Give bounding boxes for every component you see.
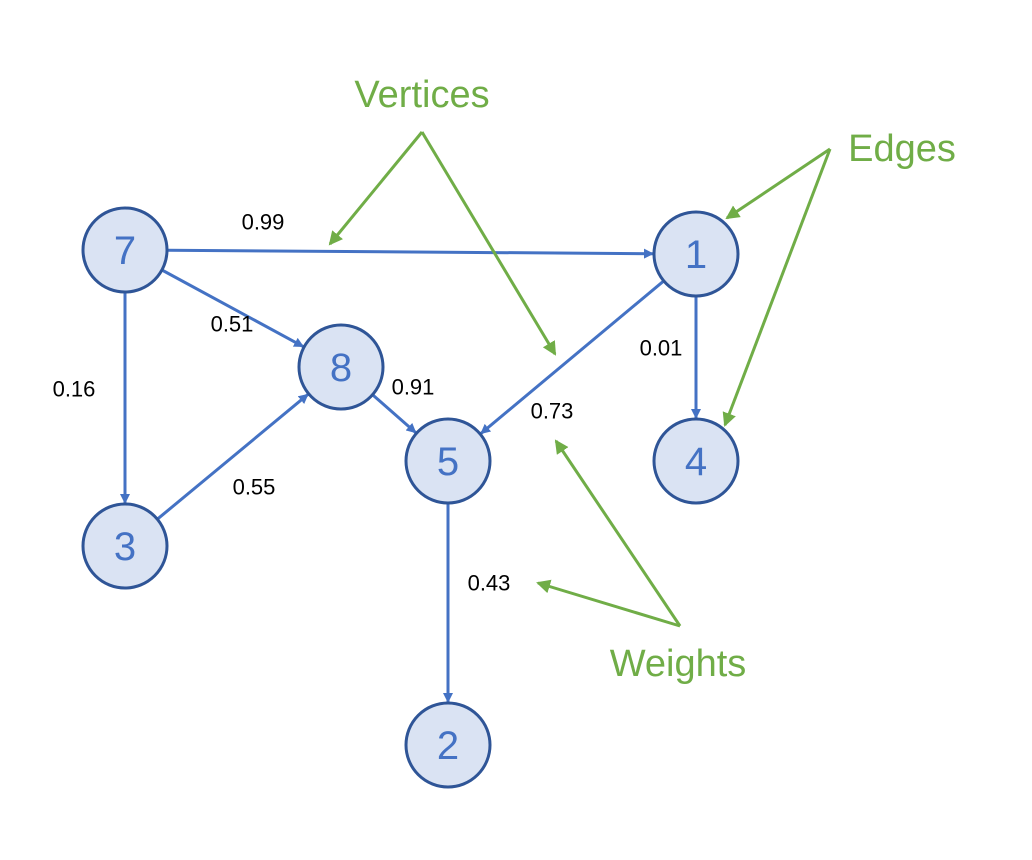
vertex-8: 8: [297, 323, 385, 411]
vertices-annotation-arrow-1: [328, 131, 424, 246]
vertex-circle: [404, 417, 492, 505]
edge-3-8: [156, 393, 309, 521]
edge-weight-1-4: 0.01: [640, 336, 683, 361]
edge-8-5: [371, 393, 417, 434]
weights-annotation-arrow-1: [536, 579, 681, 628]
vertex-label: 7: [114, 229, 136, 273]
weights-annotation-label: Weights: [610, 643, 747, 685]
vertex-1: 1: [652, 210, 740, 298]
vertex-label: 3: [114, 525, 136, 569]
edge-weight-7-8: 0.51: [211, 312, 254, 337]
vertices-annotation-arrow-2: [420, 131, 557, 356]
edges-annotation-arrow-2: [722, 148, 832, 427]
vertex-circle: [404, 701, 492, 789]
nodes-layer: 7 1 8 5 4 3 2: [81, 206, 740, 789]
edge-weight-7-1: 0.99: [242, 210, 285, 235]
weights-annotation-arrow-2: [554, 439, 682, 627]
weights-layer: 0.99 0.51 0.16 0.91 0.55 0.73 0.01 0.43: [53, 210, 683, 596]
vertex-circle: [297, 323, 385, 411]
edge-weight-5-2: 0.43: [468, 571, 511, 596]
edges-layer: [120, 248, 701, 703]
vertex-label: 2: [437, 724, 459, 768]
vertex-2: 2: [404, 701, 492, 789]
vertex-circle: [652, 210, 740, 298]
vertex-label: 5: [437, 440, 459, 484]
vertices-annotation-label: Vertices: [354, 74, 489, 116]
vertex-7: 7: [81, 206, 169, 294]
edges-annotation-arrow-1: [725, 147, 831, 220]
vertex-4: 4: [652, 417, 740, 505]
edge-weight-1-5: 0.73: [531, 399, 574, 424]
edge-weight-3-8: 0.55: [233, 475, 276, 500]
vertex-5: 5: [404, 417, 492, 505]
vertex-label: 4: [685, 440, 707, 484]
vertex-circle: [652, 417, 740, 505]
vertex-3: 3: [81, 502, 169, 590]
vertex-label: 8: [330, 346, 352, 390]
vertex-circle: [81, 206, 169, 294]
vertex-circle: [81, 502, 169, 590]
vertex-label: 1: [685, 233, 707, 277]
edge-7-1: [166, 248, 655, 259]
edge-weight-8-5: 0.91: [392, 375, 435, 400]
edge-7-8: [161, 268, 305, 348]
edges-annotation-label: Edges: [848, 128, 956, 170]
edge-1-5: [480, 279, 665, 435]
edge-weight-7-3: 0.16: [53, 377, 96, 402]
